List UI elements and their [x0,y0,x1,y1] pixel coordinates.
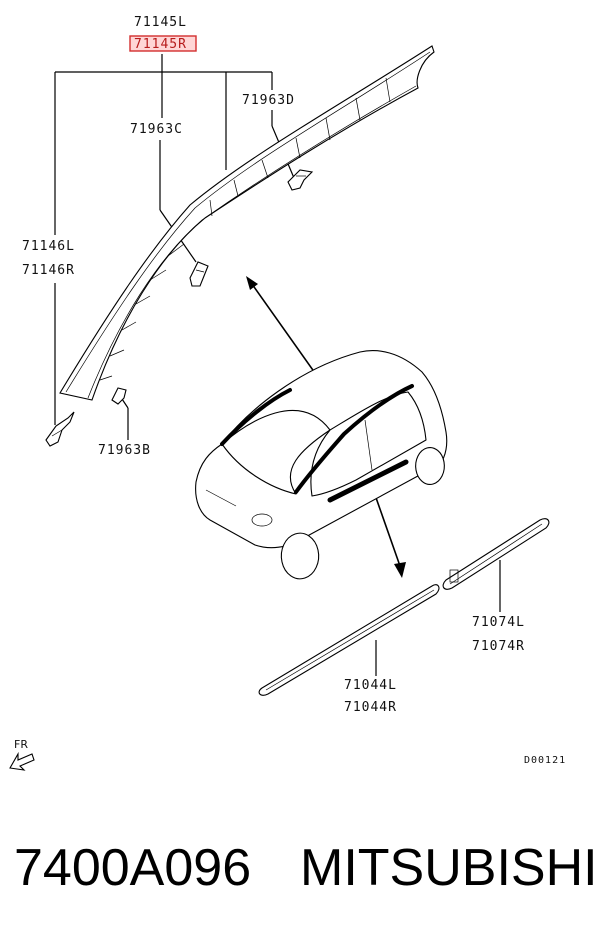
clip-71963B [111,387,127,405]
label-71146L: 71146L [22,239,75,254]
label-71145L: 71145L [134,15,187,30]
roof-molding-71145 [59,45,435,401]
door-molding-71074 [442,518,550,590]
highlight-box [129,35,197,52]
clip-71963D [287,169,314,191]
door-leaders [375,560,501,676]
label-71963D: 71963D [242,93,295,108]
label-71146R: 71146R [22,263,75,278]
label-71044L: 71044L [344,678,397,693]
clip-71963C [189,261,209,287]
brand-name: MITSUBISHI [300,839,598,897]
part-number: 7400A096 [14,839,252,897]
label-71963B: 71963B [98,443,151,458]
label-71044R: 71044R [344,700,397,715]
parts-diagram: 71145L 71145R 71963D 71963C 71146L 71146… [9,15,566,771]
leader-lines [54,54,295,440]
clip-71146 [45,411,75,447]
label-diagram-code: D00121 [524,755,566,766]
car-illustration [195,350,448,580]
label-71963C: 71963C [130,122,183,137]
label-71145R: 71145R [134,37,187,52]
label-fr: FR [14,738,28,751]
fr-arrow-icon [9,751,35,771]
footer: 7400A096 MITSUBISHI [0,820,600,920]
arrow-door [373,491,406,578]
label-71074R: 71074R [472,639,525,654]
label-71074L: 71074L [472,615,525,630]
door-molding-71044 [258,584,440,696]
